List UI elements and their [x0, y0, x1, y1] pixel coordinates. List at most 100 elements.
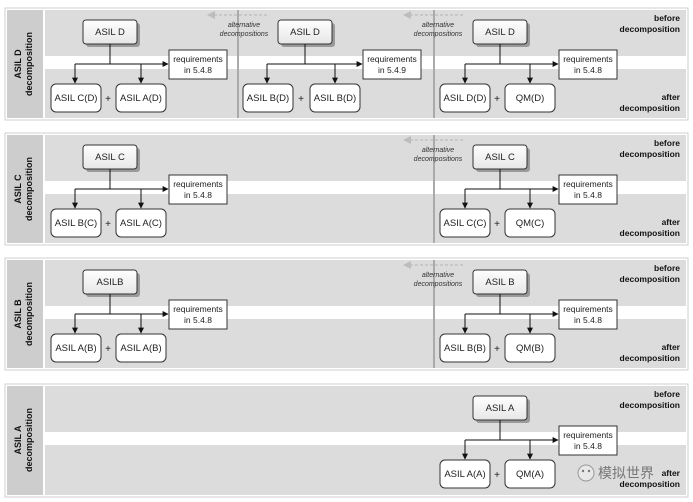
watermark-text: 模拟世界	[598, 466, 654, 482]
section-asil-b: ASIL B decomposition before decompositio…	[4, 257, 689, 371]
section-label-bar	[7, 386, 43, 495]
parent-node-label: ASIL A	[486, 403, 515, 414]
after-label: after	[662, 468, 681, 478]
svg-text:ASIL A(C): ASIL A(C)	[120, 218, 162, 229]
after-label: decomposition	[620, 103, 680, 113]
section-label: decomposition	[24, 282, 34, 346]
before-band	[45, 10, 686, 56]
section-asil-d: ASIL D decomposition before decompositio…	[4, 7, 689, 121]
requirements-box	[168, 299, 228, 330]
child-node	[50, 83, 102, 113]
svg-text:decompositions: decompositions	[220, 31, 269, 38]
svg-text:ASIL A(B): ASIL A(B)	[120, 343, 161, 354]
child-node	[439, 208, 491, 238]
decomposition-group: ASIL D requirements in 5.4.8 ASIL D(D) +…	[439, 19, 618, 113]
svg-text:requirements: requirements	[563, 304, 613, 314]
before-label: before	[654, 138, 680, 148]
child-node	[115, 208, 167, 238]
svg-text:QM(B): QM(B)	[516, 343, 544, 354]
svg-text:ASIL B(C): ASIL B(C)	[55, 218, 97, 229]
child-node	[50, 208, 102, 238]
svg-text:requirements: requirements	[173, 54, 223, 64]
section-label: decomposition	[24, 32, 34, 96]
parent-node-label: ASIL B	[485, 277, 514, 288]
parent-node-label: ASIL D	[290, 27, 320, 38]
svg-text:QM(D): QM(D)	[516, 93, 545, 104]
child-node	[50, 333, 102, 363]
decomposition-group: ASILB requirements in 5.4.8 ASIL A(B) + …	[50, 269, 228, 363]
requirements-box	[168, 174, 228, 205]
section-asil-a: ASIL A decomposition before decompositio…	[4, 383, 689, 498]
child-node	[309, 83, 361, 113]
section-label: ASIL C	[13, 174, 23, 204]
section-label-bar	[7, 10, 43, 118]
decomposition-group: ASIL C requirements in 5.4.8 ASIL C(C) +…	[439, 144, 618, 238]
svg-text:alternative: alternative	[422, 147, 454, 154]
before-band	[45, 260, 686, 306]
requirements-box	[558, 49, 618, 80]
parent-node-label: ASIL C	[95, 152, 125, 163]
after-label: decomposition	[620, 228, 680, 238]
requirements-box	[362, 49, 422, 80]
plus-sign: +	[105, 344, 111, 355]
before-label: decomposition	[620, 24, 680, 34]
before-label: decomposition	[620, 400, 680, 410]
svg-text:ASIL B(B): ASIL B(B)	[444, 343, 486, 354]
child-node	[439, 83, 491, 113]
before-band	[45, 135, 686, 181]
wechat-icon	[577, 464, 595, 482]
plus-sign: +	[494, 219, 500, 230]
svg-text:requirements: requirements	[563, 430, 613, 440]
svg-text:requirements: requirements	[563, 54, 613, 64]
plus-sign: +	[494, 344, 500, 355]
svg-text:ASIL C(D): ASIL C(D)	[55, 93, 98, 104]
svg-text:ASIL D(D): ASIL D(D)	[444, 93, 487, 104]
after-label: decomposition	[620, 479, 680, 489]
plus-sign: +	[494, 94, 500, 105]
parent-node-label: ASIL D	[95, 27, 125, 38]
child-node	[504, 83, 556, 113]
requirements-box	[558, 174, 618, 205]
before-label: decomposition	[620, 274, 680, 284]
after-label: after	[662, 342, 681, 352]
svg-text:decompositions: decompositions	[414, 156, 463, 163]
child-node	[504, 459, 556, 489]
svg-text:in 5.4.8: in 5.4.8	[574, 441, 602, 451]
svg-text:ASIL A(A): ASIL A(A)	[444, 469, 485, 480]
alternative-arrow: alternative decompositions	[207, 11, 269, 38]
child-node	[242, 83, 294, 113]
svg-text:decompositions: decompositions	[414, 31, 463, 38]
before-label: before	[654, 389, 680, 399]
after-label: after	[662, 92, 681, 102]
decomposition-group: ASIL A requirements in 5.4.8 ASIL A(A) +…	[439, 395, 618, 489]
child-node	[115, 333, 167, 363]
svg-text:ASIL B(D): ASIL B(D)	[314, 93, 356, 104]
svg-text:in 5.4.8: in 5.4.8	[184, 315, 212, 325]
svg-text:ASIL C(C): ASIL C(C)	[444, 218, 487, 229]
svg-text:in 5.4.8: in 5.4.8	[184, 65, 212, 75]
requirements-box	[558, 299, 618, 330]
svg-text:QM(A): QM(A)	[516, 469, 544, 480]
svg-text:alternative: alternative	[228, 22, 260, 29]
svg-text:in 5.4.8: in 5.4.8	[574, 315, 602, 325]
decomposition-group: ASIL C requirements in 5.4.8 ASIL B(C) +…	[50, 144, 228, 238]
section-label: decomposition	[24, 157, 34, 221]
before-band	[45, 386, 686, 432]
svg-text:in 5.4.9: in 5.4.9	[378, 65, 406, 75]
svg-text:alternative: alternative	[422, 22, 454, 29]
child-node	[115, 83, 167, 113]
svg-text:requirements: requirements	[173, 179, 223, 189]
svg-text:QM(C): QM(C)	[516, 218, 545, 229]
before-label: decomposition	[620, 149, 680, 159]
parent-node-label: ASIL C	[485, 152, 515, 163]
child-node	[439, 459, 491, 489]
before-label: before	[654, 13, 680, 23]
after-label: decomposition	[620, 353, 680, 363]
decomposition-group: ASIL B requirements in 5.4.8 ASIL B(B) +…	[439, 269, 618, 363]
section-label: ASIL D	[13, 49, 23, 79]
svg-text:ASIL B(D): ASIL B(D)	[247, 93, 289, 104]
watermark: 模拟世界	[577, 464, 654, 482]
section-label: decomposition	[24, 408, 34, 472]
svg-text:requirements: requirements	[173, 304, 223, 314]
